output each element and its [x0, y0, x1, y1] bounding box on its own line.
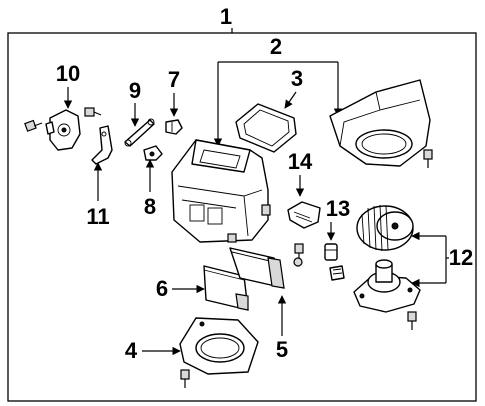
callout-8: 8 [144, 194, 156, 219]
callout-13: 13 [326, 196, 350, 221]
link-rod-part-9 [124, 118, 155, 147]
seal-part-3 [235, 103, 297, 153]
filter-part-6 [203, 265, 249, 311]
connector-part-13 [324, 243, 345, 281]
blower-housing [171, 139, 271, 243]
callout-10: 10 [56, 61, 80, 86]
callout-6: 6 [156, 276, 168, 301]
callout-7: 7 [168, 67, 180, 92]
blower-fan-wheel [356, 204, 414, 252]
bolt-plate [180, 369, 190, 388]
callout-1: 1 [220, 4, 232, 29]
lever-part-8 [143, 145, 163, 161]
bracket-part-11 [91, 125, 113, 165]
actuator-part-10 [45, 109, 81, 151]
callout-12: 12 [449, 245, 473, 270]
callout-5: 5 [276, 337, 288, 362]
plate-part-4 [179, 317, 259, 375]
screw-left [24, 119, 43, 132]
screw-right [84, 107, 102, 117]
callout-14: 14 [288, 149, 313, 174]
assembly-frame [7, 32, 477, 402]
callout-11: 11 [86, 204, 109, 229]
bolt-motor [407, 311, 417, 330]
filter-part-5 [229, 247, 303, 289]
blower-upper-case [329, 79, 431, 167]
callout-3: 3 [291, 66, 303, 91]
resistor-part-14 [287, 201, 321, 229]
clip-part-7 [165, 119, 183, 135]
callout-2: 2 [270, 34, 282, 59]
callout-4: 4 [125, 338, 138, 363]
bolt-upper-right [423, 149, 433, 168]
callout-9: 9 [129, 78, 141, 103]
blower-motor [353, 259, 421, 313]
